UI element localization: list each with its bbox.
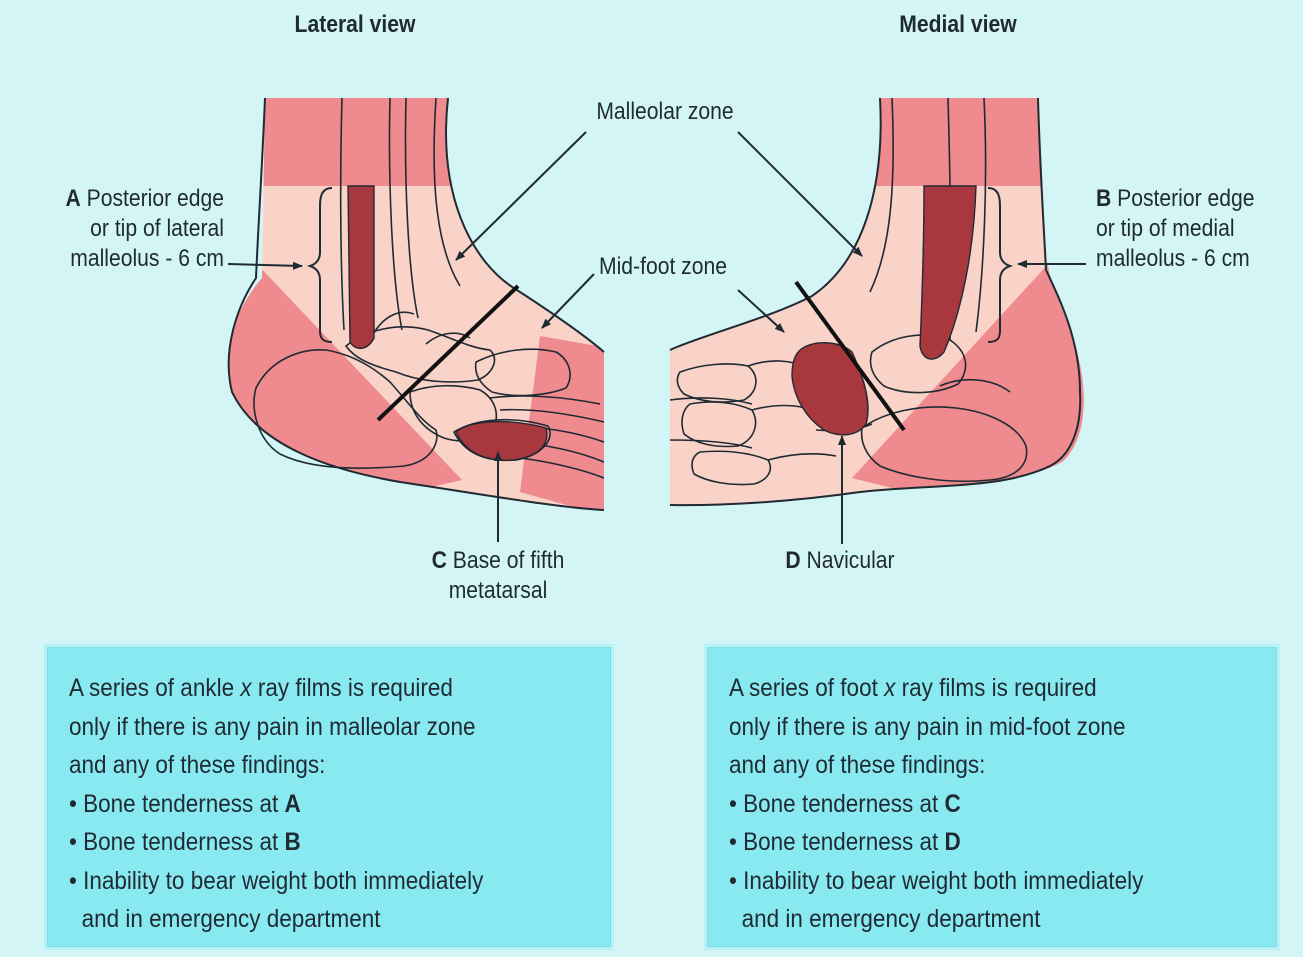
- label-c-line2: metatarsal: [410, 576, 586, 606]
- label-d-line1: Navicular: [807, 547, 895, 574]
- foot-bullet-2: • Bone tenderness at D: [729, 823, 1204, 862]
- label-a-line1: Posterior edge: [87, 185, 224, 212]
- label-a: A Posterior edge or tip of lateral malle…: [32, 184, 224, 274]
- label-b-line3: malleolus - 6 cm: [1096, 244, 1276, 274]
- label-a-line3: malleolus - 6 cm: [32, 244, 224, 274]
- label-b-line1: Posterior edge: [1117, 185, 1254, 212]
- lateral-view-title: Lateral view: [280, 10, 430, 40]
- letter-b: B: [1096, 185, 1111, 212]
- foot-intro-line3: and any of these findings:: [729, 746, 1204, 785]
- lateral-malleolus-marker: [348, 186, 374, 348]
- midfoot-zone-label: Mid-foot zone: [571, 252, 756, 282]
- ankle-intro-line3: and any of these findings:: [69, 746, 539, 785]
- medial-foot: [650, 80, 1100, 540]
- label-c-line1: Base of fifth: [453, 547, 565, 574]
- ankle-bullet-3: • Inability to bear weight both immediat…: [69, 862, 539, 901]
- foot-bullet-3-cont: and in emergency department: [729, 900, 1204, 939]
- letter-a: A: [66, 185, 81, 212]
- ankle-rules-panel: A series of ankle x ray films is require…: [44, 644, 614, 950]
- foot-bullet-1: • Bone tenderness at C: [729, 785, 1204, 824]
- letter-c: C: [432, 547, 447, 574]
- ankle-bullet-2: • Bone tenderness at B: [69, 823, 539, 862]
- foot-bullet-3: • Inability to bear weight both immediat…: [729, 862, 1204, 901]
- ankle-intro-line1: A series of ankle x ray films is require…: [69, 669, 539, 708]
- foot-rules-panel: A series of foot x ray films is required…: [704, 644, 1280, 950]
- foot-intro-line2: only if there is any pain in mid-foot zo…: [729, 708, 1204, 747]
- label-b-line2: or tip of medial: [1096, 214, 1276, 244]
- foot-intro-line1: A series of foot x ray films is required: [729, 669, 1204, 708]
- ankle-bullet-1: • Bone tenderness at A: [69, 785, 539, 824]
- lateral-foot: [200, 80, 620, 540]
- label-a-line2: or tip of lateral: [32, 214, 224, 244]
- ankle-bullet-3-cont: and in emergency department: [69, 900, 539, 939]
- ankle-intro-line2: only if there is any pain in malleolar z…: [69, 708, 539, 747]
- label-c: C Base of fifth metatarsal: [410, 546, 586, 606]
- malleolar-zone-label: Malleolar zone: [573, 97, 758, 127]
- label-b: B Posterior edge or tip of medial malleo…: [1096, 184, 1276, 274]
- label-d: D Navicular: [761, 546, 919, 576]
- medial-view-title: Medial view: [879, 10, 1037, 40]
- letter-d: D: [785, 547, 800, 574]
